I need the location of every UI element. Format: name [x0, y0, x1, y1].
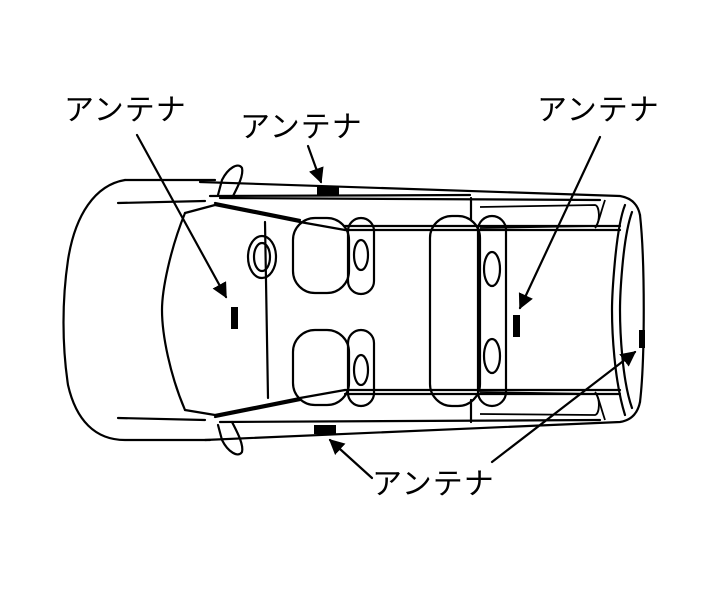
antenna-label-right-side-and-rear: アンテナ [372, 467, 495, 502]
antenna-label-left-side: アンテナ [240, 110, 363, 145]
hood-windshield [160, 201, 347, 419]
antenna-label-rear-interior: アンテナ [537, 93, 660, 128]
antennas [231, 187, 645, 434]
steering-wheel [246, 234, 278, 280]
antenna-left-sill [317, 187, 339, 196]
antenna-label-front-interior: アンテナ [64, 93, 187, 128]
antenna-front-interior [231, 307, 238, 329]
antenna-right-sill [314, 425, 336, 434]
side-mirrors [216, 164, 244, 456]
antenna-rear-interior [513, 315, 520, 337]
rear-seats [428, 196, 508, 424]
antenna-rear-bumper [639, 330, 645, 348]
front-seats [291, 216, 622, 408]
leader-lines [135, 133, 637, 480]
